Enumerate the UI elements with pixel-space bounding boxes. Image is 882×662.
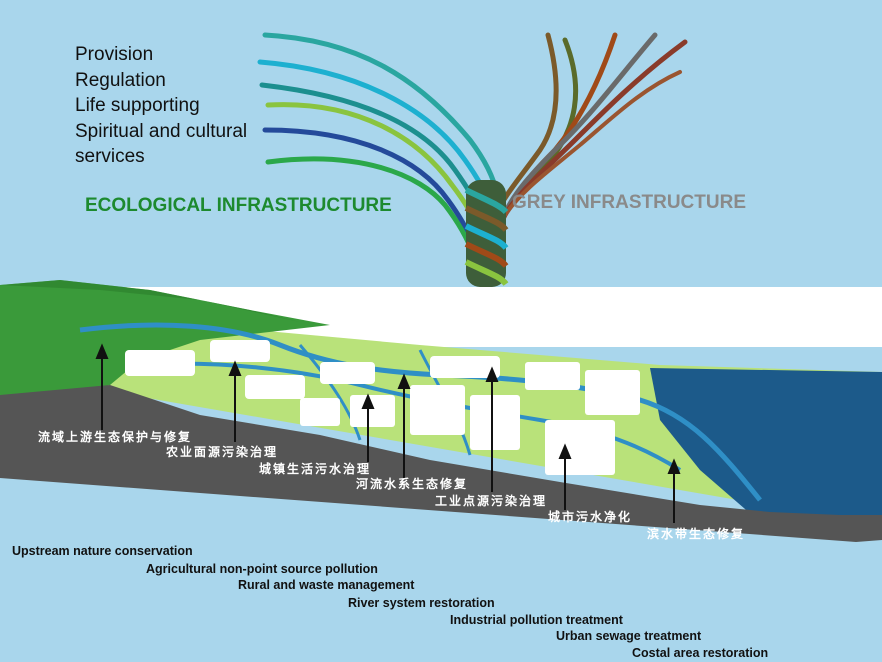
grey-strands [489,32,688,243]
measure-cn-label: 城镇生活污水治理 [259,462,372,476]
measure-cn-label: 工业点源污染治理 [435,494,548,508]
measure-cn-label: 城市污水净化 [548,510,633,524]
ecological-infrastructure-label: ECOLOGICAL INFRASTRUCTURE [85,195,392,216]
measure-en-label: Agricultural non-point source pollution [146,562,378,576]
measure-cn-label: 农业面源污染治理 [166,445,279,459]
service-item: Spiritual and cultural [75,120,248,142]
ecological-strands [257,32,501,285]
services-list: Provision Regulation Life supporting Spi… [75,42,247,170]
measure-cn-label: 滨水带生态修复 [647,527,746,541]
measure-en-label: Urban sewage treatment [556,629,702,643]
measure-cn-label: 流域上游生态保护与修复 [38,430,193,444]
measure-en-label: Industrial pollution treatment [450,613,623,627]
landscape-model [0,280,882,542]
measure-en-label: Upstream nature conservation [12,544,193,558]
service-item: Regulation [75,69,166,91]
measure-en-label: Costal area restoration [632,646,769,660]
sky-background [0,0,882,287]
grey-infrastructure-label: GREY INFRASTRUCTURE [512,192,746,213]
service-item: services [75,146,145,167]
caption-background [0,530,882,662]
service-item: Life supporting [75,95,200,116]
measure-cn-label: 河流水系生态修复 [356,477,469,491]
measure-en-label: River system restoration [348,596,495,610]
measure-en-label: Rural and waste management [238,578,415,592]
service-item: Provision [75,44,154,65]
rope-braid [464,180,509,287]
